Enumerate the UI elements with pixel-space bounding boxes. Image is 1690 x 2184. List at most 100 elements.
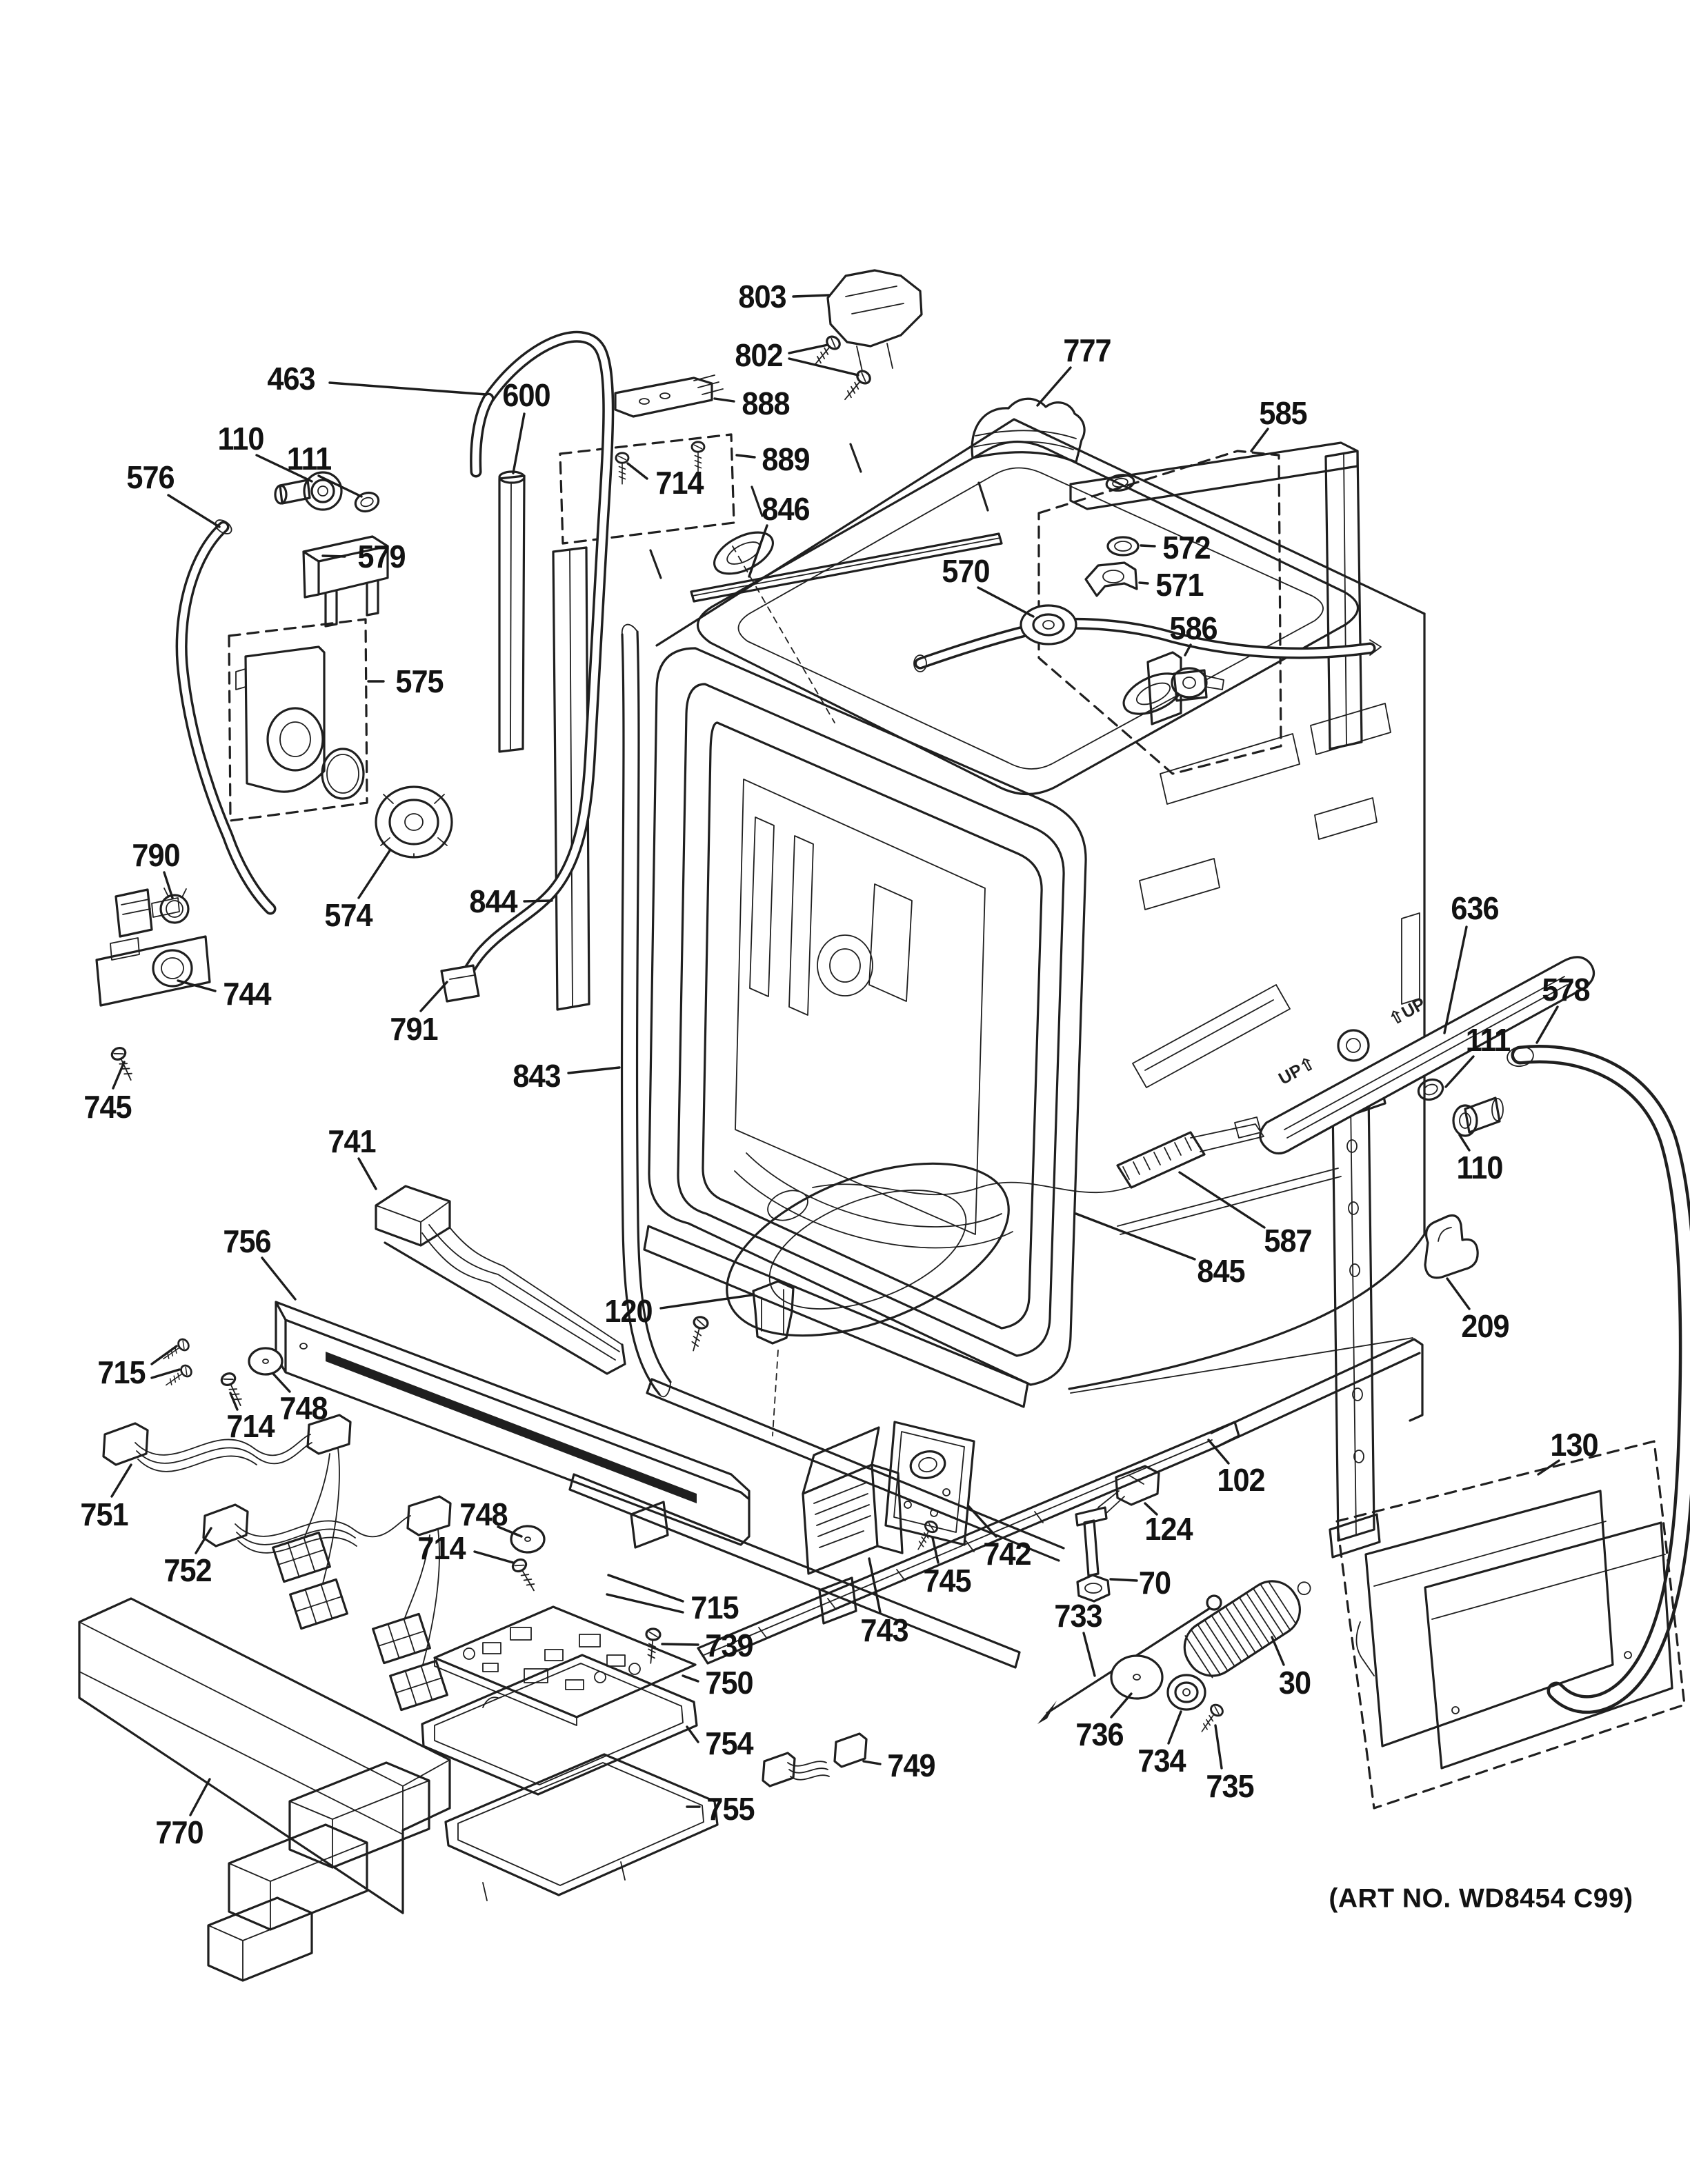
part-label-790-7: 790 — [132, 837, 180, 873]
washer-572 — [1106, 536, 1140, 557]
leader-line-802 — [788, 357, 859, 377]
part-label-733-55: 733 — [1054, 1598, 1102, 1634]
part-label-843-13: 843 — [513, 1058, 561, 1094]
leader-line-463 — [328, 381, 488, 396]
leader-line-714 — [229, 1392, 239, 1411]
leader-line-209 — [1446, 1277, 1471, 1310]
wire-clip-124 — [1097, 1465, 1160, 1514]
part-label-777-38: 777 — [1063, 332, 1111, 368]
fill-tube-600 — [498, 470, 526, 753]
leader-line-110 — [255, 454, 313, 483]
leader-line-574 — [357, 848, 392, 899]
leader-line-578 — [1535, 1005, 1559, 1044]
leader-line-742 — [967, 1505, 997, 1538]
part-label-636-44: 636 — [1451, 890, 1499, 926]
insulation-777 — [971, 397, 1086, 463]
seal-574 — [375, 785, 453, 859]
leader-line-70 — [1109, 1578, 1138, 1582]
part-label-578-45: 578 — [1542, 972, 1590, 1008]
part-label-130-53: 130 — [1550, 1427, 1598, 1463]
control-board-750 — [433, 1605, 697, 1726]
part-label-844-12: 844 — [469, 883, 517, 919]
part-label-575-6: 575 — [395, 663, 444, 699]
latch-803 — [826, 269, 923, 372]
harness-752 — [202, 1495, 452, 1712]
part-label-574-8: 574 — [324, 897, 372, 933]
clamp-571 — [1084, 561, 1138, 597]
chute-741 — [375, 1185, 626, 1375]
leader-line-30 — [1271, 1636, 1285, 1666]
leader-line-750 — [682, 1674, 699, 1683]
bottom-left-parts — [78, 1185, 750, 1982]
tub-body — [643, 418, 1426, 1408]
leader-line-777 — [1036, 366, 1072, 407]
part-label-120-31: 120 — [604, 1293, 653, 1329]
part-label-70-54: 70 — [1138, 1565, 1171, 1601]
part-label-741-14: 741 — [328, 1123, 376, 1159]
leader-line-743 — [868, 1557, 882, 1614]
drain-hose-463 — [453, 330, 615, 991]
drain-hose-578 — [1507, 1045, 1690, 1714]
junction-box-743 — [802, 1426, 904, 1575]
leader-line-754 — [686, 1725, 699, 1743]
leader-line-749 — [862, 1760, 882, 1765]
part-label-715-24: 715 — [690, 1590, 739, 1625]
leader-line-744 — [177, 979, 217, 992]
rail-636 — [1259, 956, 1595, 1155]
electronics — [421, 1280, 975, 1901]
part-label-748-21: 748 — [459, 1496, 508, 1532]
clamp-790 — [159, 888, 190, 924]
left-parts — [95, 330, 672, 1398]
inlet-hose-576 — [175, 519, 277, 915]
leader-line-888 — [713, 397, 735, 403]
airgap-body-575 — [235, 645, 365, 800]
insulation-box-130 — [1335, 1440, 1686, 1810]
part-label-739-25: 739 — [705, 1627, 753, 1663]
harness-751 — [102, 1414, 352, 1630]
fitting-110-right — [1452, 1096, 1504, 1137]
part-label-714-22: 714 — [417, 1530, 466, 1566]
pan-755 — [444, 1753, 719, 1901]
part-label-576-4: 576 — [126, 459, 175, 495]
leader-line-714 — [473, 1550, 515, 1564]
part-label-755-30: 755 — [706, 1791, 755, 1827]
clamp-120 — [752, 1280, 795, 1345]
leader-line-741 — [357, 1157, 377, 1190]
part-label-750-27: 750 — [705, 1665, 753, 1701]
conduit-570 — [913, 604, 1382, 672]
gasket-843 — [620, 623, 672, 1398]
hose-end-791 — [440, 964, 480, 1003]
leader-line-111 — [317, 474, 363, 498]
leader-line-751 — [110, 1463, 132, 1498]
part-label-749-29: 749 — [887, 1747, 935, 1783]
part-label-111-3: 111 — [286, 441, 332, 477]
leader-line-111 — [1444, 1055, 1475, 1088]
trim-strip-846 — [690, 532, 1003, 603]
part-label-579-5: 579 — [357, 539, 406, 574]
part-label-803-32: 803 — [738, 279, 786, 314]
leader-line-770 — [189, 1778, 211, 1816]
leader-line-600 — [512, 412, 526, 474]
part-label-586-43: 586 — [1169, 610, 1217, 646]
leader-line-124 — [1144, 1502, 1158, 1516]
leader-line-745 — [931, 1536, 940, 1564]
leader-line-130 — [1537, 1459, 1560, 1476]
part-label-124-52: 124 — [1144, 1511, 1193, 1547]
part-label-791-11: 791 — [390, 1011, 438, 1047]
leader-line-715 — [607, 1574, 684, 1603]
leader-line-110 — [1458, 1134, 1471, 1152]
valve-586 — [1146, 651, 1224, 725]
part-label-754-28: 754 — [705, 1725, 753, 1761]
right-parts — [1116, 956, 1690, 1714]
part-label-102-51: 102 — [1217, 1462, 1265, 1498]
part-label-888-34: 888 — [742, 385, 790, 421]
part-label-463-0: 463 — [267, 361, 315, 397]
latch-587 — [1116, 1116, 1264, 1189]
part-label-209-50: 209 — [1461, 1308, 1509, 1344]
part-label-846-37: 846 — [762, 491, 810, 527]
part-label-714-36: 714 — [655, 465, 704, 501]
leader-line-587 — [1178, 1171, 1266, 1229]
leader-line-745 — [112, 1061, 126, 1090]
spring-30 — [1183, 1580, 1311, 1679]
clip-209 — [1424, 1214, 1479, 1279]
